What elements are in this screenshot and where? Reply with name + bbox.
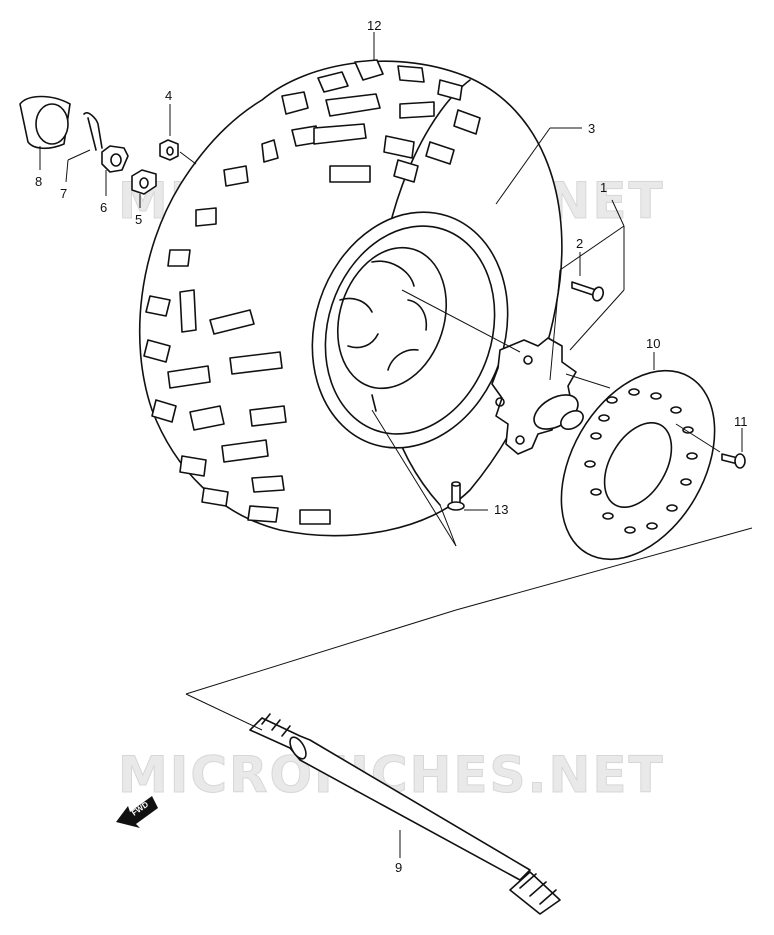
tread-lugs	[143, 59, 481, 525]
callout-6: 6	[100, 200, 107, 215]
watermark-bottom: MICROFICHES.NET	[118, 746, 665, 804]
wheel-hub	[491, 337, 584, 455]
callout-4: 4	[165, 88, 172, 103]
brake-disc	[560, 369, 716, 561]
hub-cap	[19, 95, 71, 150]
callouts: 12 3 1 2 10 11 13 4 5 6 7 8 9	[35, 18, 748, 875]
castle-nut	[101, 145, 129, 173]
axle-shaft	[249, 713, 561, 915]
wheel-nut	[159, 139, 179, 161]
callout-13: 13	[494, 502, 508, 517]
callout-10: 10	[646, 336, 660, 351]
hub-bolt	[571, 281, 605, 302]
leader-lines	[39, 32, 753, 858]
callout-2: 2	[576, 236, 583, 251]
callout-8: 8	[35, 174, 42, 189]
callout-12: 12	[367, 18, 381, 33]
disc-bolt	[721, 453, 746, 469]
disc-holes	[584, 388, 698, 534]
callout-9: 9	[395, 860, 402, 875]
callout-11: 11	[734, 414, 748, 429]
valve-stem	[447, 481, 465, 511]
washer	[131, 169, 157, 195]
cotter-pin	[83, 112, 103, 151]
callout-1: 1	[600, 180, 607, 195]
callout-5: 5	[135, 212, 142, 227]
callout-3: 3	[588, 121, 595, 136]
callout-7: 7	[60, 186, 67, 201]
